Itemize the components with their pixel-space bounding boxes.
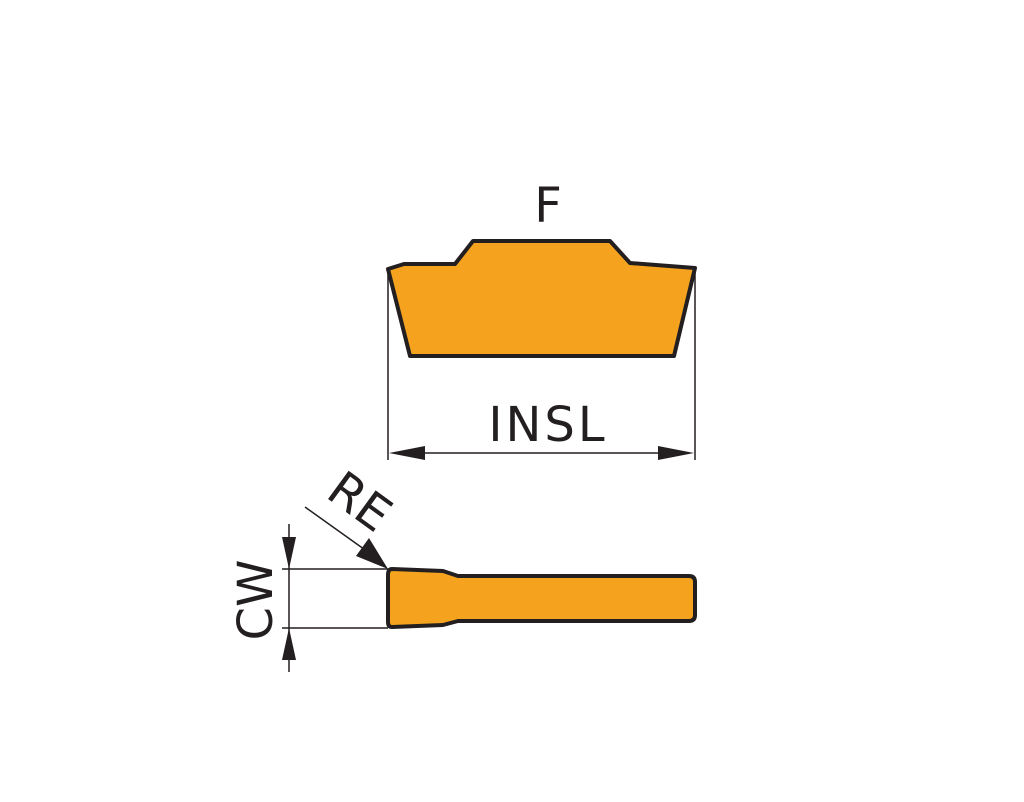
re-leader-line [304, 506, 369, 553]
cw-label: CW [228, 560, 284, 641]
re-arrow-icon [356, 538, 388, 569]
cw-arrow-top-icon [282, 537, 296, 569]
insl-arrow-left-icon [389, 446, 425, 460]
insert-side-view: CW RE [228, 461, 697, 672]
insl-label: INSL [488, 397, 607, 453]
cw-arrow-bottom-icon [282, 628, 296, 660]
f-label: F [534, 178, 562, 234]
insert-top-view: F INSL [386, 178, 697, 460]
insert-side-view-shape [386, 567, 697, 629]
insl-arrow-right-icon [658, 446, 694, 460]
insert-top-view-shape [386, 239, 697, 358]
re-label: RE [317, 461, 401, 544]
